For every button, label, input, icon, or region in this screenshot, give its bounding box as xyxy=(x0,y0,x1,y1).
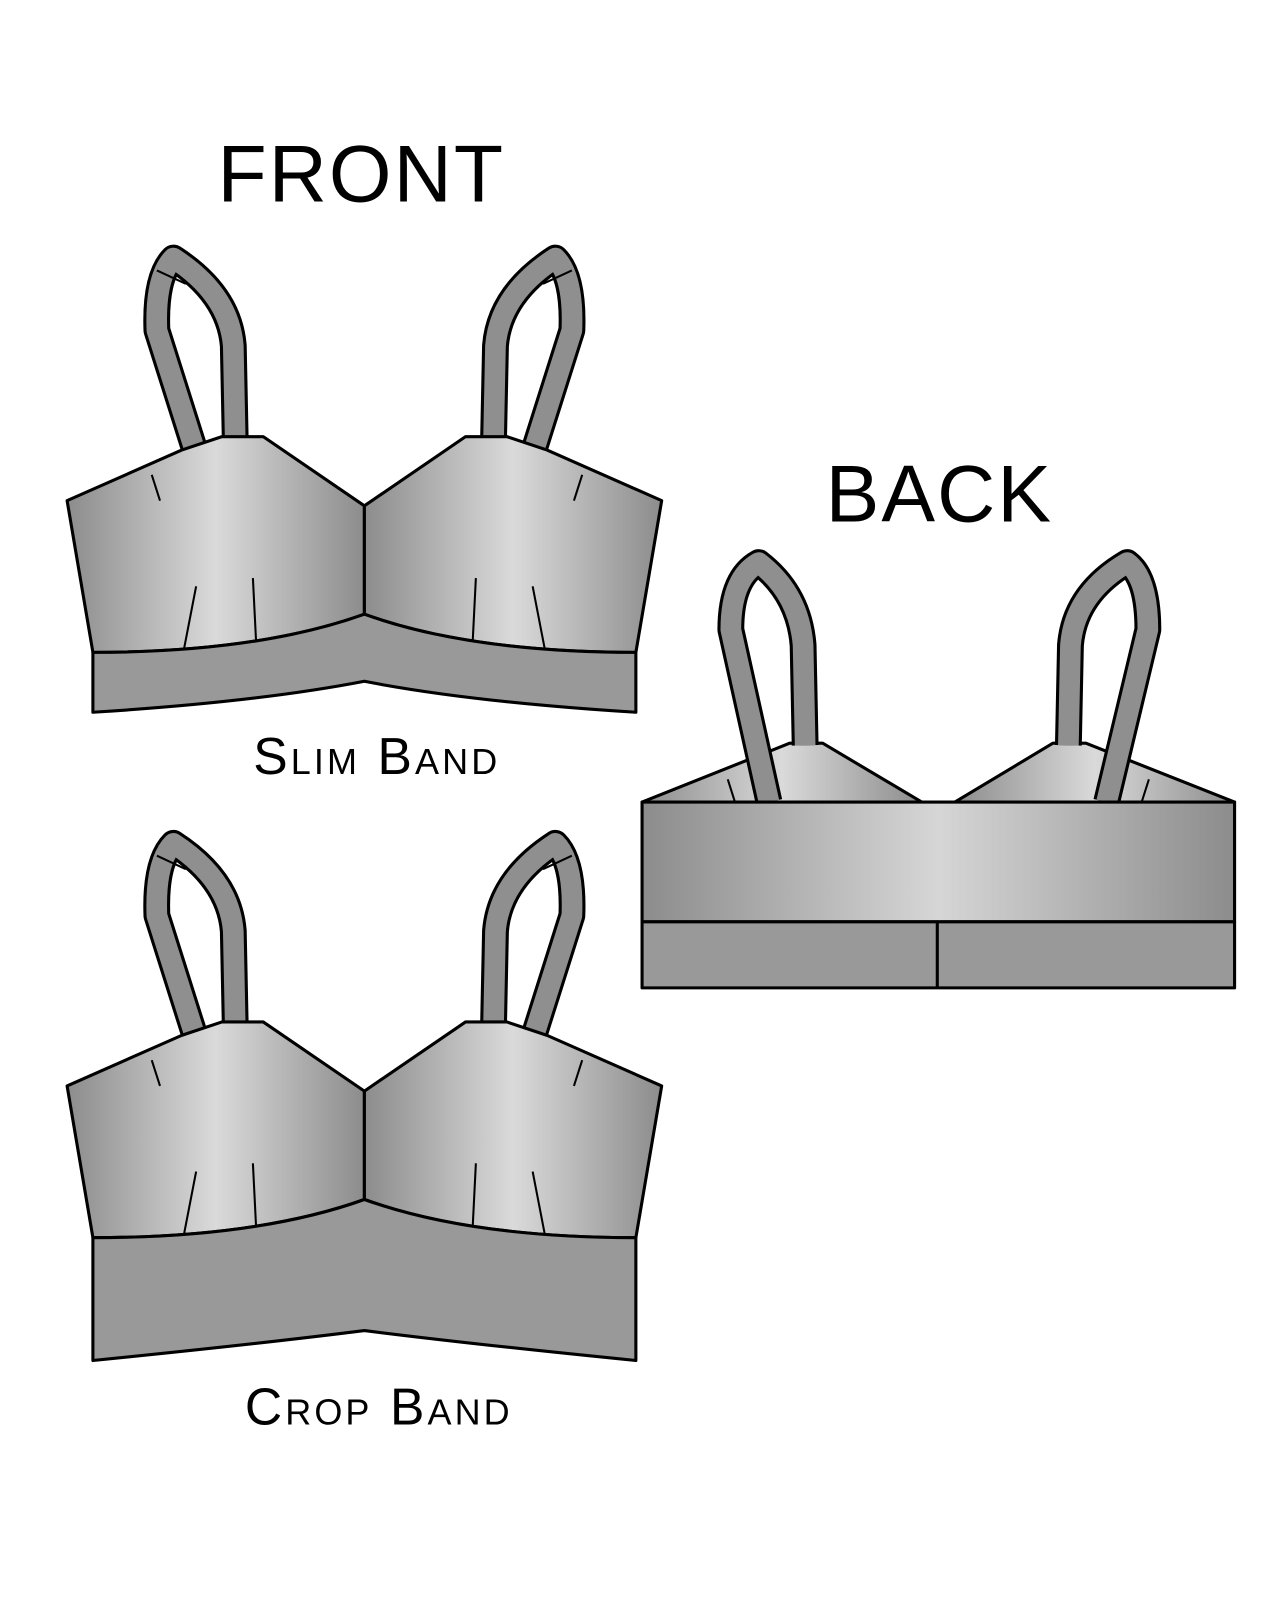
front-cups xyxy=(67,843,662,1237)
crop-band-label: Crop Band xyxy=(245,1378,513,1436)
front-crop-band-bra xyxy=(67,843,662,1363)
back-right-strap xyxy=(1054,549,1162,806)
front-cups xyxy=(67,258,662,652)
front-heading: FRONT xyxy=(218,129,506,219)
back-left-strap xyxy=(717,549,819,805)
back-upper-band xyxy=(640,800,1237,924)
crop-band xyxy=(91,1197,638,1363)
front-slim-band-bra xyxy=(67,258,662,714)
back-left-cup xyxy=(640,741,924,804)
back-view-bra xyxy=(640,549,1237,990)
back-right-cup xyxy=(953,741,1237,804)
slim-band-label: Slim Band xyxy=(253,727,500,785)
back-heading: BACK xyxy=(826,449,1053,539)
slim-band xyxy=(91,612,638,714)
